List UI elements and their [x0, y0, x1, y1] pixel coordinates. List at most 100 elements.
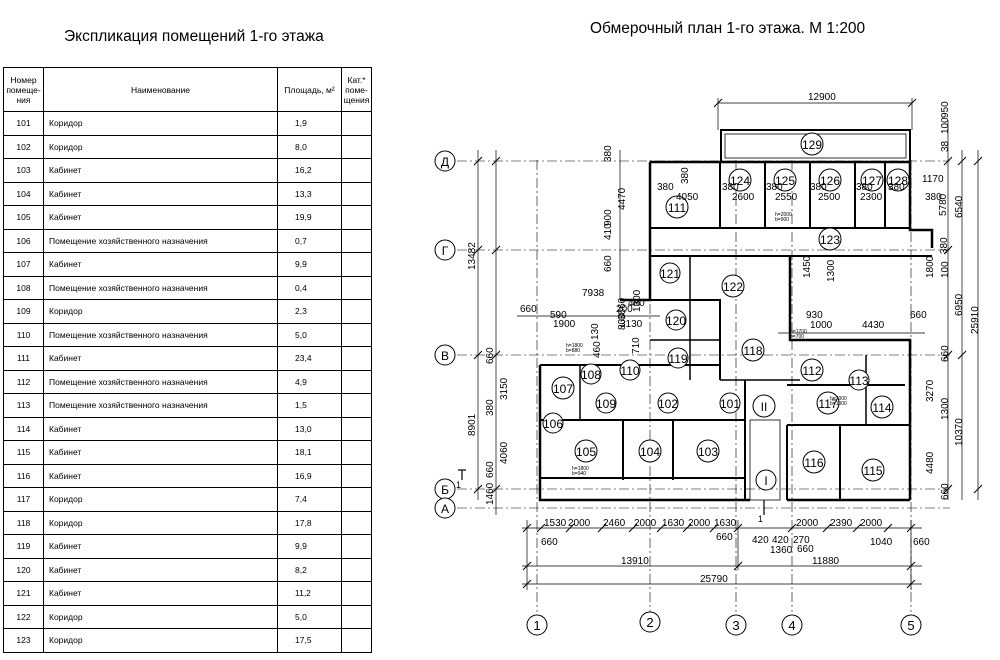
header-number: Номер помеще-ния	[3, 67, 44, 112]
room-name-cell: Коридор	[43, 628, 278, 653]
svg-text:102: 102	[658, 397, 678, 411]
room-area-cell: 8,2	[277, 557, 342, 582]
room-number-cell: 101	[3, 111, 44, 136]
svg-text:2000: 2000	[634, 518, 657, 529]
room-marker-117: 117	[816, 391, 840, 415]
svg-text:h=1800: h=1800	[572, 466, 589, 472]
svg-text:3860: 3860	[617, 297, 628, 320]
svg-text:100: 100	[940, 261, 951, 278]
room-area-cell: 2,3	[277, 299, 342, 324]
svg-text:114: 114	[872, 401, 891, 415]
svg-text:660: 660	[940, 345, 951, 362]
svg-text:2000: 2000	[796, 518, 819, 529]
svg-text:1360: 1360	[770, 545, 793, 556]
room-category-cell	[341, 393, 372, 418]
room-marker-126: 126	[818, 168, 842, 192]
svg-text:1: 1	[758, 514, 763, 524]
axis-bubble-g: Г	[434, 239, 456, 261]
room-name-cell: Помещение хозяйственного назначения	[43, 228, 278, 253]
svg-text:121: 121	[660, 267, 680, 281]
svg-text:125: 125	[775, 174, 795, 188]
svg-text:106: 106	[543, 417, 563, 431]
room-marker-107: 107	[551, 376, 575, 400]
room-marker-110: 110	[619, 359, 641, 381]
svg-text:3130: 3130	[620, 319, 643, 330]
svg-text:660: 660	[603, 255, 614, 272]
dimension-ticks	[473, 98, 983, 589]
room-number-cell: 113	[3, 393, 44, 418]
svg-text:2600: 2600	[732, 192, 755, 203]
dims-inner: 4050 2600 2550 2500 2300 380 380 380 380…	[520, 167, 927, 358]
dims-left: 380 4470 410 900 660 3860 13482 660 380 …	[467, 145, 628, 505]
svg-text:100: 100	[940, 117, 951, 134]
room-category-cell	[341, 322, 372, 347]
room-number-cell: 112	[3, 369, 44, 394]
room-area-cell: 23,4	[277, 346, 342, 371]
room-area-cell: 19,9	[277, 205, 342, 230]
svg-text:Б: Б	[441, 483, 449, 497]
room-name-cell: Кабинет	[43, 416, 278, 441]
svg-text:129: 129	[802, 138, 822, 152]
svg-text:5: 5	[907, 618, 914, 633]
dim-11880: 11880	[812, 556, 840, 567]
axis-bubble-3: 3	[725, 614, 747, 636]
svg-text:1530: 1530	[544, 518, 567, 529]
svg-text:3150: 3150	[499, 377, 510, 400]
axis-bubble-4: 4	[781, 614, 803, 636]
room-name-cell: Кабинет	[43, 440, 278, 465]
room-number-cell: 115	[3, 440, 44, 465]
svg-text:b=880: b=880	[566, 348, 580, 354]
dims-bottom-small: 660 660 420 420 270 1360 660 1040 660	[541, 532, 930, 556]
room-category-cell	[341, 299, 372, 324]
svg-text:420: 420	[772, 535, 789, 546]
axis-bubble-1: 1	[526, 614, 548, 636]
svg-text:112: 112	[802, 364, 821, 378]
room-marker-122: 122	[721, 274, 745, 298]
room-name-cell: Коридор	[43, 604, 278, 629]
svg-text:b=900: b=900	[775, 217, 789, 223]
room-marker-106: 106	[542, 412, 564, 434]
svg-text:8901: 8901	[467, 413, 478, 436]
dim-top-12900: 12900	[808, 92, 836, 103]
room-category-cell	[341, 111, 372, 136]
room-marker-116: 116	[802, 450, 826, 474]
svg-text:Д: Д	[441, 155, 449, 169]
svg-text:6540: 6540	[954, 195, 965, 218]
svg-text:380: 380	[766, 182, 783, 193]
room-marker-112: 112	[800, 358, 824, 382]
room-name-cell: Коридор	[43, 487, 278, 512]
room-area-cell: 9,9	[277, 252, 342, 277]
svg-text:380: 380	[603, 145, 614, 162]
svg-text:115: 115	[863, 464, 882, 478]
svg-text:108: 108	[581, 368, 601, 382]
room-category-cell	[341, 275, 372, 300]
room-area-cell: 11,2	[277, 581, 342, 606]
room-marker-119: 119	[667, 347, 689, 369]
svg-text:6950: 6950	[954, 293, 965, 316]
room-area-cell: 5,0	[277, 322, 342, 347]
svg-text:107: 107	[553, 382, 573, 396]
svg-text:1300: 1300	[940, 397, 951, 420]
room-area-cell: 1,5	[277, 393, 342, 418]
room-name-cell: Помещение хозяйственного назначения	[43, 322, 278, 347]
room-name-cell: Коридор	[43, 299, 278, 324]
svg-text:930: 930	[806, 310, 823, 321]
room-marker-101: 101	[719, 392, 741, 414]
room-number-cell: 117	[3, 487, 44, 512]
svg-text:1450: 1450	[802, 255, 813, 278]
svg-text:1460: 1460	[485, 482, 496, 505]
svg-text:420: 420	[752, 535, 769, 546]
svg-text:2390: 2390	[830, 518, 853, 529]
svg-text:660: 660	[716, 532, 733, 543]
room-marker-113: 113	[848, 369, 870, 391]
room-name-cell: Кабинет	[43, 158, 278, 183]
svg-text:4480: 4480	[925, 451, 936, 474]
svg-text:120: 120	[666, 314, 686, 328]
room-name-cell: Кабинет	[43, 463, 278, 488]
svg-text:130: 130	[590, 323, 601, 340]
